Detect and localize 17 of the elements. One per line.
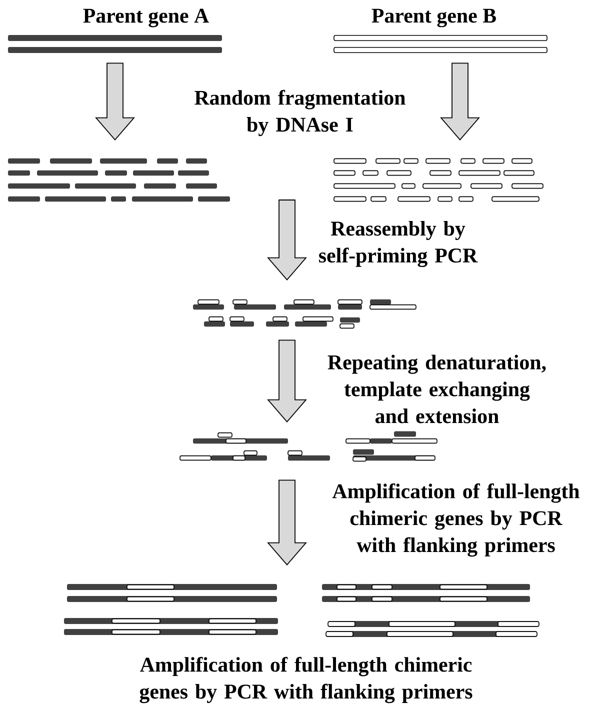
caption: Amplification of full-length chimeric genes by PCR with flanking primers [140,656,472,704]
step-label: Amplification of full-length chimeric genes by PCR with flanking primers [332,483,580,557]
fragments-drawing [8,158,230,202]
gene-label: Parent gene B [372,8,496,28]
block-arrow [95,62,135,140]
block-arrow [267,340,307,422]
fragments-drawing [334,158,544,202]
step-label: Reassembly by self-priming PCR [319,221,478,268]
reassembly-drawing [193,299,416,329]
block-arrow [440,62,480,140]
chimeric-genes-drawing [64,584,540,637]
block-arrow [267,480,307,566]
block-arrow [267,200,307,280]
gene-label: Parent gene A [83,8,209,28]
exchange-drawing [180,431,438,462]
step-label: Repeating denaturation, template exchanging and extension [328,354,546,424]
step-label: Random fragmentation by DNAse I [194,90,406,136]
